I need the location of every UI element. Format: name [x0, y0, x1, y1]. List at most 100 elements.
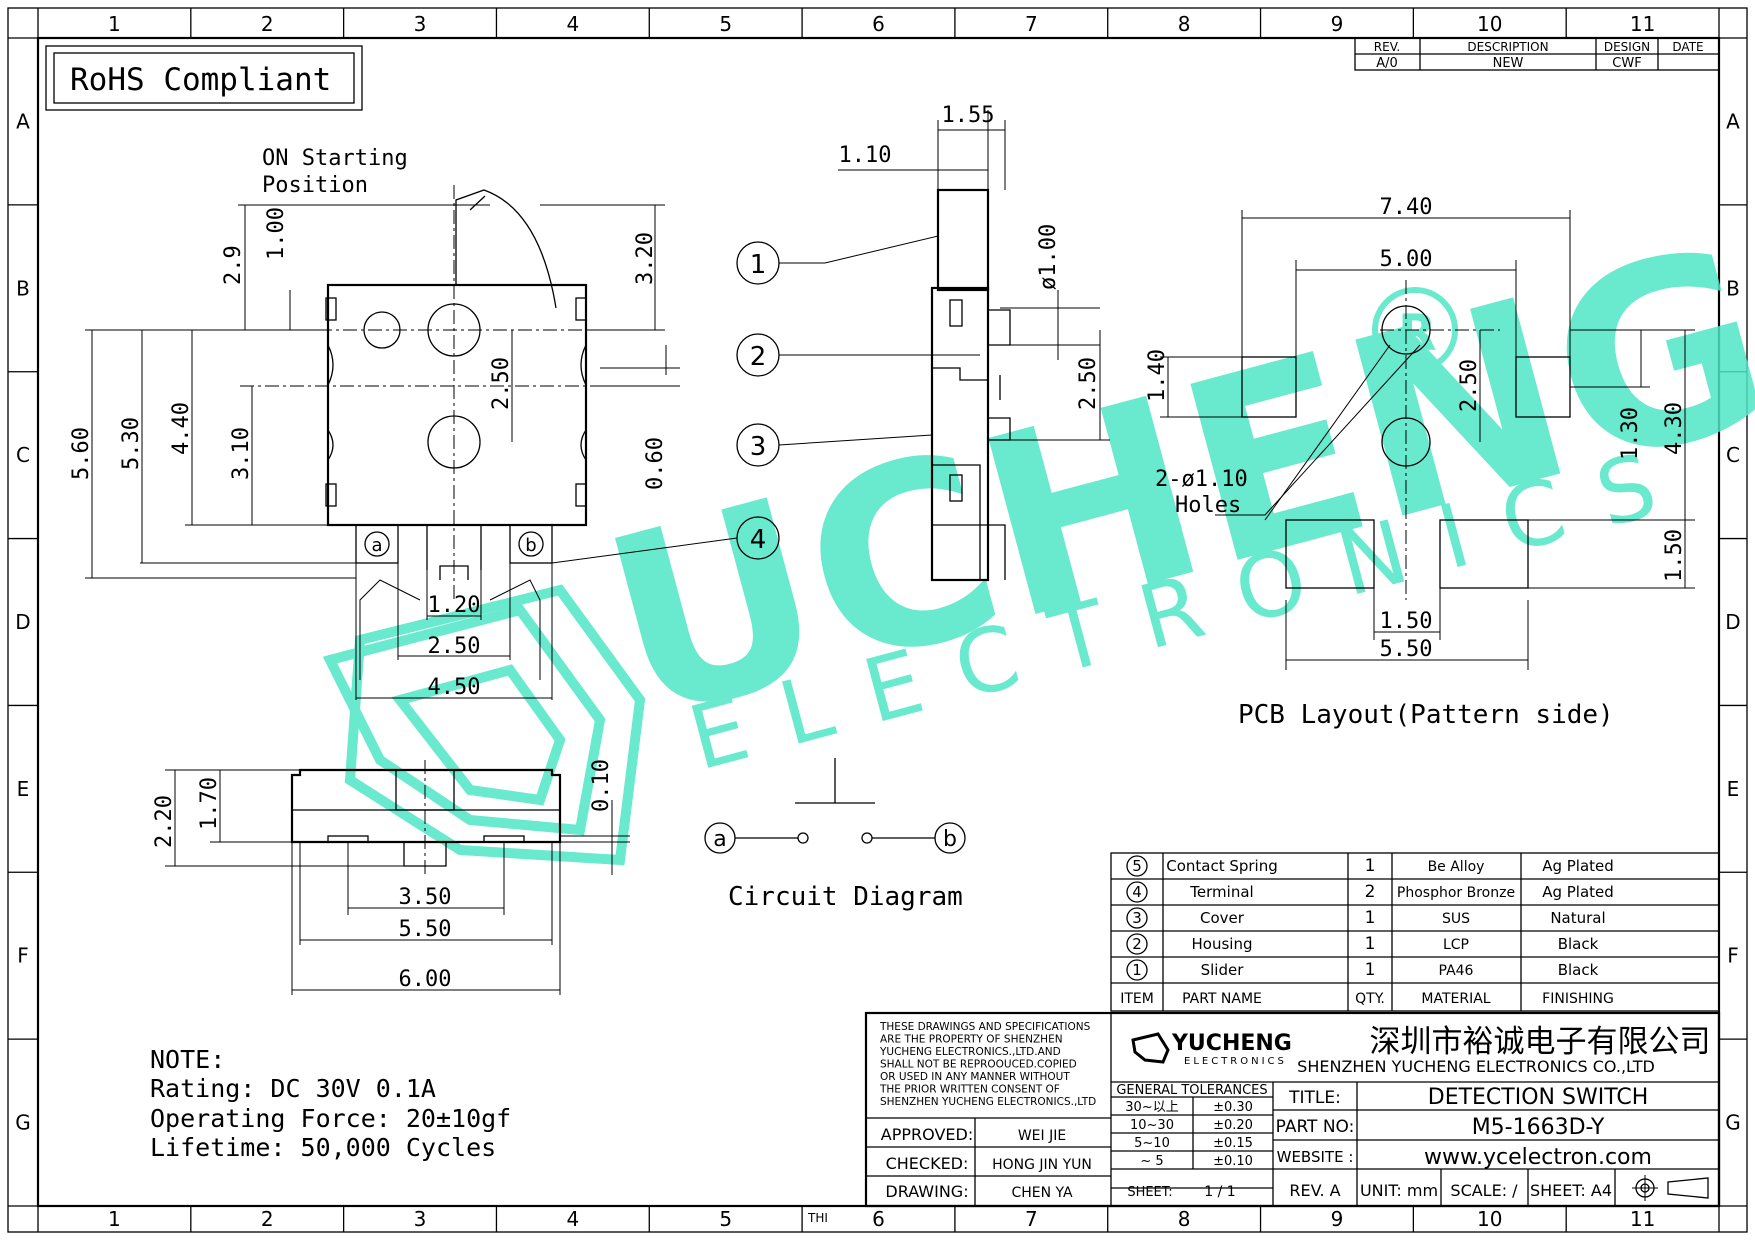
- svg-text:SCALE: /: SCALE: /: [1450, 1181, 1518, 1200]
- svg-text:5.60: 5.60: [69, 427, 94, 480]
- bom-item: 3: [1132, 909, 1142, 927]
- bom-part-name: Terminal: [1189, 883, 1253, 901]
- bom-item-marker: [1126, 881, 1148, 903]
- grid-col-bottom: 6: [872, 1207, 885, 1231]
- grid-col-top: 10: [1477, 12, 1502, 36]
- svg-text:DESCRIPTION: DESCRIPTION: [1467, 40, 1548, 54]
- circuit-diagram: a b Circuit Diagram: [704, 758, 966, 912]
- svg-text:A/0: A/0: [1376, 56, 1398, 71]
- svg-text:Lifetime: 50,000 Cycles: Lifetime: 50,000 Cycles: [150, 1133, 496, 1162]
- tolerance-value: ±0.30: [1213, 1100, 1253, 1115]
- grid-row-left: G: [15, 1111, 31, 1135]
- svg-text:ELECTRONICS: ELECTRONICS: [1184, 1056, 1287, 1067]
- svg-text:DRAWING:: DRAWING:: [885, 1182, 968, 1201]
- svg-text:1.20: 1.20: [428, 593, 481, 618]
- callout-3: 3: [750, 432, 767, 462]
- bom-item: 1: [1132, 961, 1142, 979]
- svg-text:QTY.: QTY.: [1355, 991, 1385, 1007]
- bom-qty: 2: [1365, 882, 1376, 902]
- bom-part-name: Slider: [1201, 961, 1245, 979]
- svg-text:REV. A: REV. A: [1289, 1181, 1340, 1200]
- svg-text:1.50: 1.50: [1662, 529, 1687, 582]
- svg-text:SHEET: A4: SHEET: A4: [1530, 1181, 1612, 1200]
- bom-material: SUS: [1442, 911, 1470, 927]
- disclaimer-line: ARE THE PROPERTY OF SHENZHEN: [880, 1034, 1063, 1046]
- grid-col-top: 8: [1178, 12, 1191, 36]
- bom-material: PA46: [1439, 963, 1474, 979]
- svg-text:0.60: 0.60: [643, 437, 668, 490]
- svg-text:DATE: DATE: [1672, 40, 1703, 54]
- grid-col-bottom: 1: [108, 1207, 121, 1231]
- grid-row-left: C: [16, 443, 30, 467]
- bom-item-marker: [1126, 855, 1148, 877]
- svg-text:5.50: 5.50: [1380, 637, 1433, 662]
- bom-finishing: Black: [1558, 935, 1599, 953]
- svg-text:1.40: 1.40: [1145, 349, 1170, 402]
- disclaimer-line: SHENZHEN YUCHENG ELECTRONICS.,LTD: [880, 1096, 1096, 1108]
- svg-text:2.50: 2.50: [1457, 359, 1482, 412]
- svg-text:CWF: CWF: [1612, 56, 1641, 71]
- svg-text:3.20: 3.20: [633, 232, 658, 285]
- tolerance-range: 10~30: [1130, 1118, 1174, 1133]
- grid-col-top: 9: [1331, 12, 1344, 36]
- grid-row-left: A: [16, 109, 30, 133]
- svg-text:1.10: 1.10: [839, 143, 892, 168]
- svg-text:UNIT: mm: UNIT: mm: [1360, 1181, 1438, 1200]
- svg-text:ITEM: ITEM: [1120, 991, 1154, 1007]
- grid-col-top: 3: [414, 12, 427, 36]
- tolerance-value: ±0.15: [1213, 1136, 1253, 1151]
- grid-col-bottom: 4: [566, 1207, 579, 1231]
- drawing-title: DETECTION SWITCH: [1428, 1085, 1649, 1110]
- bom-finishing: Ag Plated: [1542, 857, 1614, 875]
- company-logo: YUCHENG ELECTRONICS: [1131, 1031, 1292, 1067]
- side-view: 1.55 1.10 ø1.00 2.50 1 2 3 4: [551, 103, 1110, 582]
- part-number: M5-1663D-Y: [1472, 1115, 1605, 1140]
- tolerance-range: ~ 5: [1140, 1154, 1163, 1169]
- grid-col-top: 11: [1630, 12, 1655, 36]
- svg-text:WEI JIE: WEI JIE: [1018, 1128, 1066, 1144]
- grid-col-bottom: 9: [1331, 1207, 1344, 1231]
- svg-text:HONG JIN YUN: HONG JIN YUN: [992, 1157, 1092, 1173]
- top-view: ON Starting Position a b: [69, 146, 680, 700]
- svg-text:WEBSITE :: WEBSITE :: [1277, 1148, 1354, 1166]
- bom-material: LCP: [1443, 937, 1469, 953]
- svg-text:1.70: 1.70: [197, 777, 222, 830]
- grid-col-bottom: 7: [1025, 1207, 1038, 1231]
- svg-text:ø1.00: ø1.00: [1036, 224, 1061, 290]
- grid-col-top: 4: [566, 12, 579, 36]
- grid-col-bottom: 11: [1630, 1207, 1655, 1231]
- callout-1: 1: [750, 250, 767, 280]
- svg-text:FINISHING: FINISHING: [1542, 991, 1614, 1007]
- bom-qty: 1: [1365, 960, 1376, 980]
- rohs-frame: [45, 45, 363, 111]
- grid-row-right: D: [1725, 610, 1740, 634]
- grid-row-right: E: [1727, 777, 1740, 801]
- bom-item: 4: [1132, 883, 1142, 901]
- grid-row-right: A: [1726, 109, 1740, 133]
- svg-text:1.50: 1.50: [1380, 609, 1433, 634]
- bom-material: Phosphor Bronze: [1397, 885, 1515, 901]
- holes-note-1: 2-ø1.10: [1155, 467, 1248, 492]
- on-start-note-1: ON Starting: [262, 146, 408, 171]
- bom-item-marker: [1126, 907, 1148, 929]
- callout-2: 2: [750, 342, 767, 372]
- front-view: 2.20 1.70 0.10 3.50 5.50 6.00: [152, 759, 630, 995]
- circuit-node-b: b: [943, 827, 957, 852]
- bom-finishing: Black: [1558, 961, 1599, 979]
- bom-item-marker: [1126, 933, 1148, 955]
- grid-row-right: C: [1726, 443, 1740, 467]
- svg-text:DESIGN: DESIGN: [1604, 40, 1650, 54]
- website: www.ycelectron.com: [1424, 1145, 1652, 1170]
- bom-item-marker: [1126, 959, 1148, 981]
- svg-text:1.00: 1.00: [264, 207, 289, 260]
- svg-text:5.30: 5.30: [119, 417, 144, 470]
- tolerance-value: ±0.10: [1213, 1154, 1253, 1169]
- svg-text:5.00: 5.00: [1380, 247, 1433, 272]
- disclaimer-line: YUCHENG ELECTRONICS.,LTD.AND: [879, 1046, 1061, 1058]
- outer-border: [7, 7, 1748, 1233]
- grid-col-top: 2: [261, 12, 274, 36]
- grid-row-left: F: [17, 944, 29, 968]
- svg-text:YUCHENG: YUCHENG: [1171, 1031, 1292, 1056]
